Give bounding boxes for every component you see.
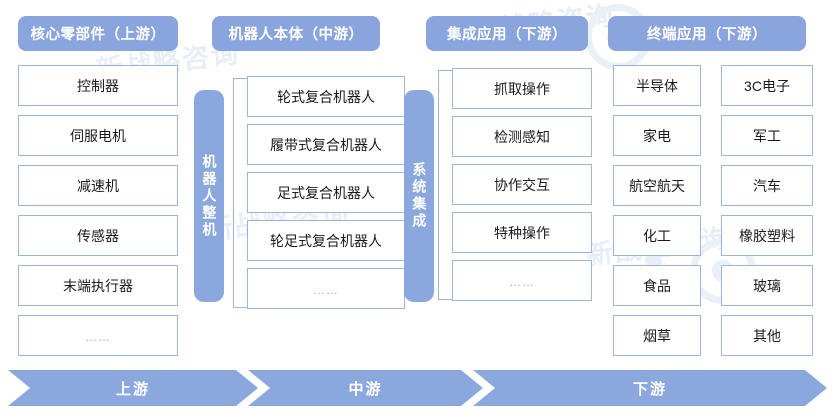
cell-midstream-0[interactable]: 轮式复合机器人: [247, 76, 405, 117]
cell-terminal-left-4[interactable]: 食品: [613, 265, 701, 306]
cell-midstream-2[interactable]: 足式复合机器人: [247, 172, 405, 213]
cell-integration-3[interactable]: 特种操作: [452, 212, 592, 253]
cell-terminal-right-4[interactable]: 玻璃: [721, 265, 813, 306]
cell-upstream-5[interactable]: ……: [18, 315, 178, 356]
cell-terminal-left-0[interactable]: 半导体: [613, 65, 701, 106]
cell-upstream-1[interactable]: 伺服电机: [18, 115, 178, 156]
cell-integration-0[interactable]: 抓取操作: [452, 68, 592, 109]
flow-segment-downstream[interactable]: 下游: [473, 370, 827, 406]
cell-terminal-left-1[interactable]: 家电: [613, 115, 701, 156]
cell-integration-2[interactable]: 协作交互: [452, 164, 592, 205]
header-upstream: 核心零部件（上游）: [18, 16, 178, 51]
flow-segment-upstream[interactable]: 上游: [8, 370, 258, 406]
cell-terminal-left-5[interactable]: 烟草: [613, 315, 701, 356]
cell-terminal-right-2[interactable]: 汽车: [721, 165, 813, 206]
header-integration: 集成应用（下游）: [426, 16, 588, 51]
vertical-label-robot-whole-text: 机器人整机: [201, 153, 218, 239]
header-terminal: 终端应用（下游）: [608, 16, 806, 51]
vertical-label-system-integration-text: 系统集成: [411, 162, 428, 230]
cell-terminal-right-5[interactable]: 其他: [721, 315, 813, 356]
flow-segment-midstream[interactable]: 中游: [248, 370, 483, 406]
cell-terminal-right-1[interactable]: 军工: [721, 115, 813, 156]
cell-terminal-left-3[interactable]: 化工: [613, 215, 701, 256]
cell-upstream-0[interactable]: 控制器: [18, 65, 178, 106]
cell-integration-1[interactable]: 检测感知: [452, 116, 592, 157]
cell-midstream-1[interactable]: 履带式复合机器人: [247, 124, 405, 165]
cell-midstream-3[interactable]: 轮足式复合机器人: [247, 220, 405, 261]
cell-terminal-left-2[interactable]: 航空航天: [613, 165, 701, 206]
cell-upstream-3[interactable]: 传感器: [18, 215, 178, 256]
vertical-label-robot-whole: 机器人整机: [194, 90, 224, 302]
cell-terminal-right-3[interactable]: 橡胶塑料: [721, 215, 813, 256]
cell-terminal-right-0[interactable]: 3C电子: [721, 65, 813, 106]
cell-midstream-4[interactable]: ……: [247, 268, 405, 309]
bracket-integration: [438, 70, 452, 300]
bracket-midstream: [233, 78, 247, 308]
cell-upstream-2[interactable]: 减速机: [18, 165, 178, 206]
header-midstream: 机器人本体（中游）: [212, 16, 380, 51]
cell-integration-4[interactable]: ……: [452, 260, 592, 301]
vertical-label-system-integration: 系统集成: [404, 90, 434, 302]
cell-upstream-4[interactable]: 末端执行器: [18, 265, 178, 306]
